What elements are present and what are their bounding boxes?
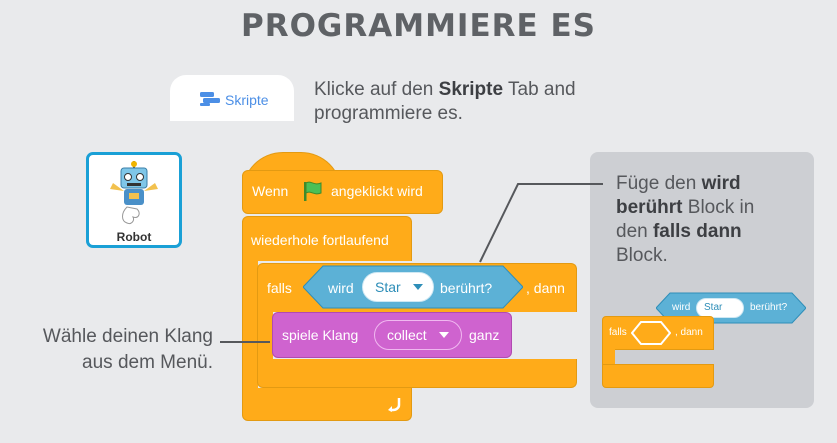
- sound-suffix-label: ganz: [469, 327, 500, 343]
- instruction-post: Tab and: [503, 79, 576, 100]
- if-block-bottom: [257, 359, 577, 388]
- mini-empty-slot: [631, 321, 671, 345]
- instruction-text: Klicke auf den Skripte Tab and programmi…: [314, 78, 576, 126]
- mini-falls-label: falls: [609, 327, 627, 338]
- hint-panel: Füge den wird berührt Block in den falls…: [590, 152, 814, 408]
- hint-end: Block.: [616, 245, 668, 266]
- forever-label: wiederhole fortlaufend: [251, 232, 389, 248]
- robot-sprite-icon: [110, 161, 158, 224]
- if-then-block[interactable]: falls wird Star berührt? , dann: [257, 263, 577, 312]
- touching-target-dropdown[interactable]: Star: [362, 272, 434, 302]
- page-title: PROGRAMMIERE ES: [240, 8, 596, 44]
- tab-scripts[interactable]: Skripte: [170, 75, 294, 121]
- hint-bold-wird: wird: [701, 173, 741, 194]
- tab-scripts-label: Skripte: [225, 92, 269, 108]
- mini-if-block: falls , dann: [602, 316, 714, 350]
- loop-arrow-icon: [388, 398, 401, 412]
- if-label: falls: [267, 280, 292, 296]
- left-note-line2: aus dem Menü.: [82, 352, 213, 373]
- hint-bold-beruehrt: berührt: [616, 197, 683, 218]
- mini-suffix-label: berührt?: [750, 302, 788, 313]
- forever-block-bottom: [242, 388, 412, 421]
- mini-if-bottom: [602, 364, 714, 388]
- sprite-thumbnail-robot[interactable]: Robot: [86, 152, 182, 248]
- hat-when-label: Wenn: [252, 183, 289, 199]
- instruction-bold: Skripte: [438, 79, 504, 100]
- left-note: Wähle deinen Klang aus dem Menü.: [18, 324, 213, 376]
- touching-suffix-label: berührt?: [440, 280, 493, 296]
- forever-block-arm: [242, 259, 258, 390]
- scripts-icon: [200, 92, 220, 106]
- when-flag-clicked-block[interactable]: Wenn angeklickt wird: [242, 170, 443, 214]
- hint-den: den: [616, 221, 653, 242]
- hint-mid: Block in: [682, 197, 755, 218]
- forever-block[interactable]: wiederhole fortlaufend: [242, 216, 412, 261]
- mini-if-arm: [602, 348, 615, 364]
- mini-target-pill: Star: [696, 298, 744, 318]
- hat-clicked-label: angeklickt wird: [331, 183, 423, 199]
- hint-pre: Füge den: [616, 173, 702, 194]
- left-note-line1: Wähle deinen Klang: [42, 326, 213, 347]
- if-block-arm: [257, 310, 273, 360]
- sprite-name: Robot: [116, 230, 152, 244]
- instruction-line2: programmiere es.: [314, 103, 463, 124]
- instruction-pre: Klicke auf den: [314, 79, 439, 100]
- touching-target-value: Star: [375, 279, 401, 295]
- chevron-down-icon: [439, 332, 449, 338]
- sound-dropdown[interactable]: collect: [374, 320, 462, 350]
- chevron-down-icon: [413, 284, 423, 290]
- touching-wird-label: wird: [328, 280, 354, 296]
- green-flag-icon: [304, 181, 322, 201]
- mini-wird-label: wird: [672, 302, 691, 313]
- play-sound-until-done-block[interactable]: spiele Klang collect ganz: [272, 312, 512, 358]
- mini-then-label: , dann: [675, 327, 703, 338]
- if-then-label: , dann: [526, 280, 565, 296]
- hint-bold-falls-dann: falls dann: [652, 221, 742, 242]
- sound-value: collect: [387, 327, 427, 343]
- mini-target-value: Star: [704, 302, 723, 313]
- hint-text: Füge den wird berührt Block in den falls…: [616, 172, 754, 268]
- sound-label: spiele Klang: [282, 327, 359, 343]
